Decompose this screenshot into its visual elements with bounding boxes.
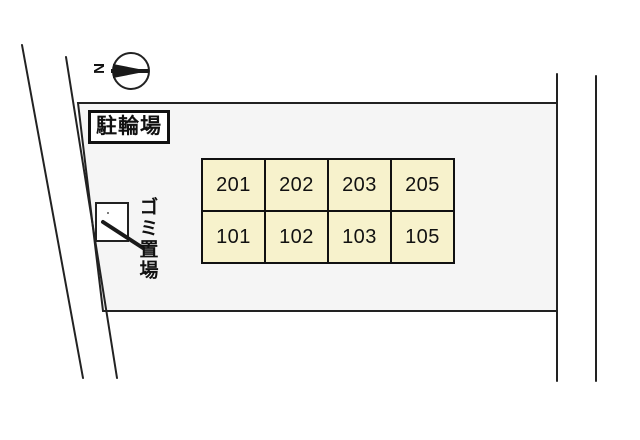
unit-row-lower: 101 102 103 105 [201,210,455,264]
unit-cell[interactable]: 201 [201,158,266,212]
compass-needle-tail [111,69,149,73]
unit-cell[interactable]: 101 [201,210,266,264]
unit-cell[interactable]: 105 [390,210,455,264]
unit-grid: 201 202 203 205 101 102 103 105 [201,158,455,264]
entrance-marker-dot [107,212,109,214]
unit-cell[interactable]: 202 [264,158,329,212]
unit-cell[interactable]: 102 [264,210,329,264]
compass-north-label: N [90,63,108,74]
unit-cell[interactable]: 103 [327,210,392,264]
unit-cell[interactable]: 205 [390,158,455,212]
bicycle-parking-label: 駐輪場 [88,110,170,144]
compass: N [90,50,154,92]
unit-cell[interactable]: 203 [327,158,392,212]
garbage-area-label: ゴミ置場 [136,197,159,281]
road-line-left-outer [21,44,84,379]
entrance-arrow-icon [101,220,145,250]
road-line-left-inner [65,56,118,379]
unit-row-upper: 201 202 203 205 [201,158,455,212]
